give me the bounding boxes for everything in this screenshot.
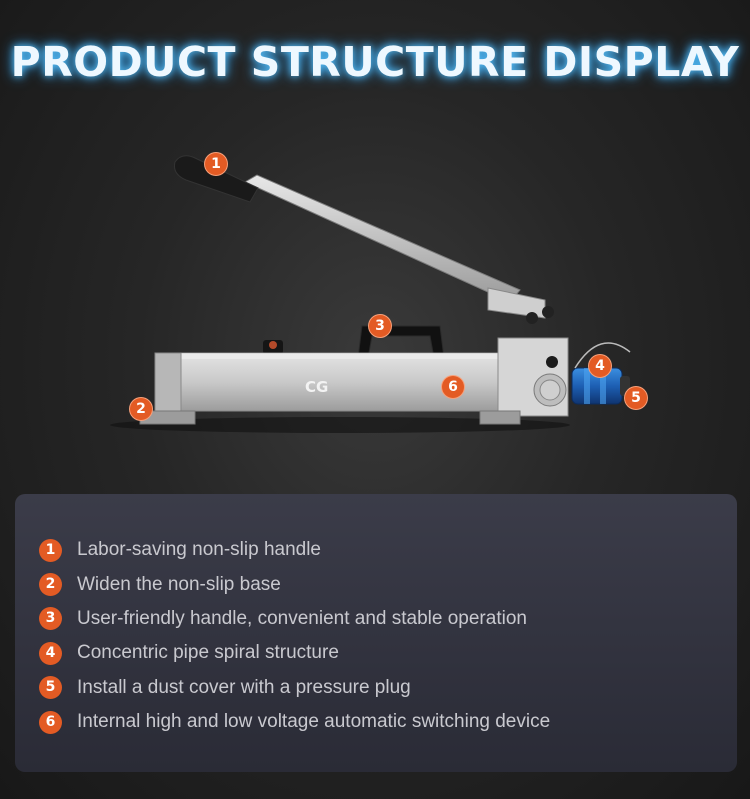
feature-list: 1 Labor-saving non-slip handle 2 Widen t… xyxy=(39,533,550,739)
feature-item-1: 1 Labor-saving non-slip handle xyxy=(39,533,550,567)
feature-number-badge: 4 xyxy=(39,641,62,665)
feature-item-2: 2 Widen the non-slip base xyxy=(39,567,550,601)
feature-text: Install a dust cover with a pressure plu… xyxy=(77,676,411,698)
product-illustration: CG 1 2 3 4 5 6 xyxy=(0,140,750,440)
feature-number-badge: 2 xyxy=(39,573,62,597)
callout-6: 6 xyxy=(442,376,464,398)
feature-item-4: 4 Concentric pipe spiral structure xyxy=(39,636,550,670)
feature-number-badge: 6 xyxy=(39,710,62,734)
page-title: PRODUCT STRUCTURE DISPLAY xyxy=(10,38,740,86)
feature-number-badge: 3 xyxy=(39,607,62,631)
feature-item-5: 5 Install a dust cover with a pressure p… xyxy=(39,671,550,705)
feature-text: Widen the non-slip base xyxy=(77,573,281,595)
callout-5: 5 xyxy=(625,387,647,409)
feature-item-6: 6 Internal high and low voltage automati… xyxy=(39,705,550,739)
feature-text: User-friendly handle, convenient and sta… xyxy=(77,607,527,629)
feature-item-3: 3 User-friendly handle, convenient and s… xyxy=(39,602,550,636)
feature-text: Labor-saving non-slip handle xyxy=(77,539,321,561)
brand-logo: CG xyxy=(305,378,328,396)
feature-text: Internal high and low voltage automatic … xyxy=(77,711,551,733)
feature-number-badge: 5 xyxy=(39,676,62,700)
callout-2: 2 xyxy=(130,398,152,420)
hydraulic-pump-image: CG xyxy=(110,155,631,433)
feature-number-badge: 1 xyxy=(39,538,62,562)
callout-4: 4 xyxy=(589,355,611,377)
callout-3: 3 xyxy=(369,315,391,337)
feature-panel: 1 Labor-saving non-slip handle 2 Widen t… xyxy=(15,494,737,772)
feature-text: Concentric pipe spiral structure xyxy=(77,642,339,664)
callout-1: 1 xyxy=(205,153,227,175)
